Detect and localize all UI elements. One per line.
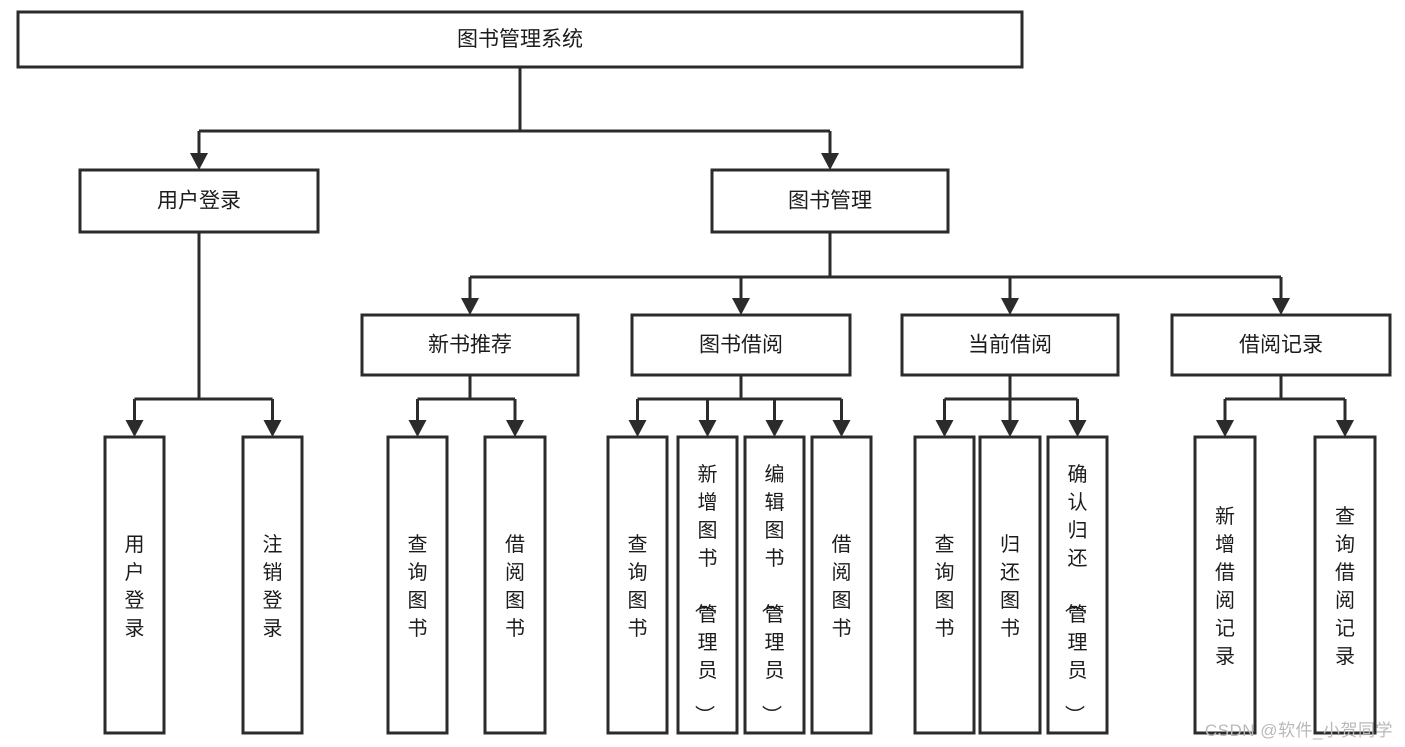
node-current[interactable]: 当前借阅 <box>900 313 1120 377</box>
node-label: 确认归还（管理员） <box>1063 463 1088 725</box>
connectors-layer <box>125 67 1354 437</box>
node-newbook[interactable]: 新书推荐 <box>360 313 580 377</box>
node-leaf-query-book-3[interactable]: 查询图书 <box>913 435 976 735</box>
node-box <box>78 168 320 234</box>
node-box <box>710 168 950 234</box>
node-box <box>606 435 669 735</box>
node-box <box>1313 435 1377 735</box>
node-borrow[interactable]: 图书借阅 <box>630 313 852 377</box>
node-label: 用户登录 <box>157 190 241 213</box>
node-label: 新增图书（管理员） <box>693 463 718 725</box>
node-box <box>483 435 547 735</box>
node-label: 借阅图书 <box>505 533 525 640</box>
node-box <box>676 435 739 735</box>
node-leaf-borrow-book-2[interactable]: 借阅图书 <box>810 435 873 735</box>
node-label: 查询图书 <box>935 533 955 640</box>
node-leaf-user-login[interactable]: 用户登录 <box>103 435 166 735</box>
node-label: 注销登录 <box>263 533 283 640</box>
node-box <box>900 313 1120 377</box>
node-label: 归还图书 <box>1000 533 1020 640</box>
csdn-watermark: CSDN @软件_小贺同学 <box>1204 721 1393 740</box>
node-label: 查询图书 <box>408 533 428 640</box>
node-leaf-borrow-book-1[interactable]: 借阅图书 <box>483 435 547 735</box>
node-leaf-return-book[interactable]: 归还图书 <box>978 435 1042 735</box>
node-box <box>386 435 449 735</box>
node-label: 图书借阅 <box>699 334 783 357</box>
node-label: 查询借阅记录 <box>1335 505 1355 668</box>
node-box <box>913 435 976 735</box>
node-label: 图书管理 <box>788 190 872 213</box>
node-label: 借阅图书 <box>832 533 852 640</box>
node-label: 当前借阅 <box>968 334 1052 357</box>
node-label: 编辑图书（管理员） <box>760 463 785 725</box>
node-leaf-add-record[interactable]: 新增借阅记录 <box>1193 435 1257 735</box>
node-box <box>16 10 1024 69</box>
node-bookmgmt[interactable]: 图书管理 <box>710 168 950 234</box>
node-box <box>1046 435 1109 735</box>
node-label: 新增借阅记录 <box>1215 505 1235 668</box>
node-leaf-user-logout[interactable]: 注销登录 <box>241 435 304 735</box>
node-leaf-add-book[interactable]: 新增图书（管理员） <box>676 435 739 735</box>
node-box <box>810 435 873 735</box>
node-leaf-edit-book[interactable]: 编辑图书（管理员） <box>743 435 806 735</box>
node-leaf-query-record[interactable]: 查询借阅记录 <box>1313 435 1377 735</box>
node-label: 用户登录 <box>125 534 145 640</box>
node-box <box>1170 313 1392 377</box>
node-label: 新书推荐 <box>428 334 512 357</box>
node-login[interactable]: 用户登录 <box>78 168 320 234</box>
node-leaf-query-book-1[interactable]: 查询图书 <box>386 435 449 735</box>
node-box <box>241 435 304 735</box>
node-leaf-query-book-2[interactable]: 查询图书 <box>606 435 669 735</box>
node-box <box>978 435 1042 735</box>
node-box <box>360 313 580 377</box>
node-box <box>103 435 166 735</box>
node-box <box>1193 435 1257 735</box>
node-root[interactable]: 图书管理系统 <box>16 10 1024 69</box>
node-records[interactable]: 借阅记录 <box>1170 313 1392 377</box>
nodes-layer: 图书管理系统用户登录图书管理新书推荐图书借阅当前借阅借阅记录用户登录注销登录查询… <box>16 10 1392 735</box>
node-label: 图书管理系统 <box>457 28 583 51</box>
node-label: 借阅记录 <box>1239 334 1323 357</box>
node-label: 查询图书 <box>628 533 648 640</box>
node-leaf-confirm-return[interactable]: 确认归还（管理员） <box>1046 435 1109 735</box>
node-box <box>630 313 852 377</box>
node-box <box>743 435 806 735</box>
